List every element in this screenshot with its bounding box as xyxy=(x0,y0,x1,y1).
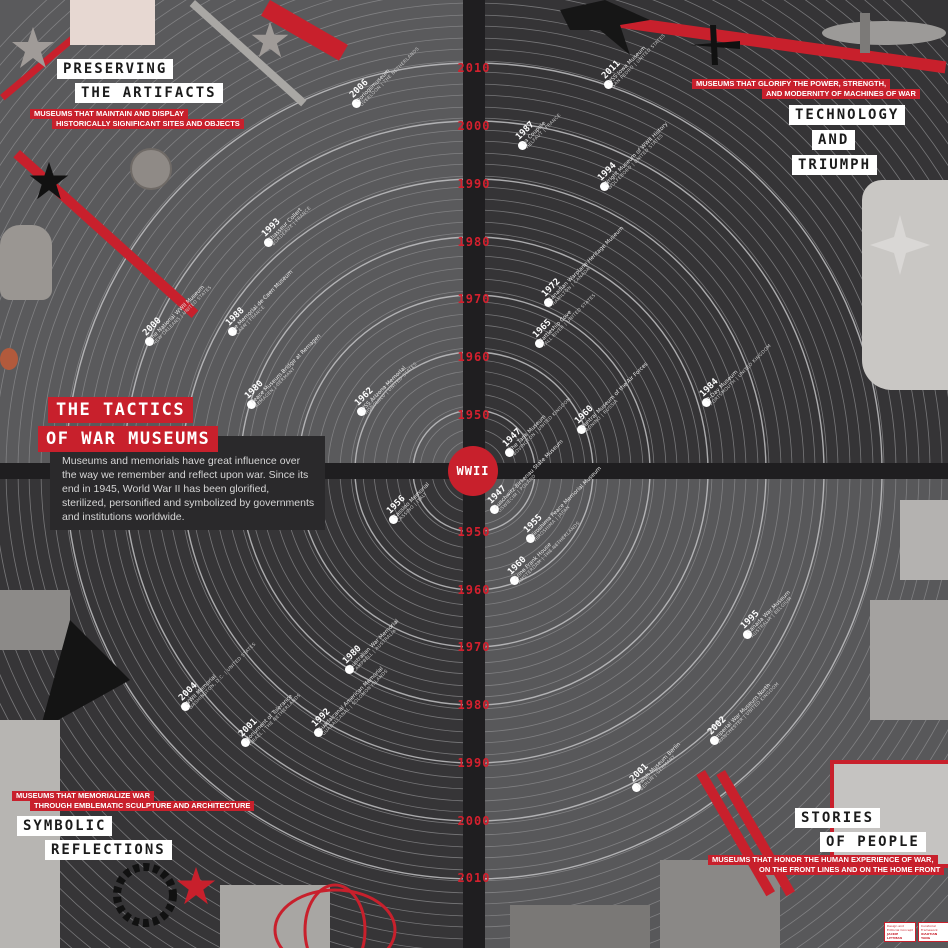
children-photo xyxy=(870,600,948,720)
monument-photo xyxy=(0,590,70,650)
wwii-center-badge: WWII xyxy=(448,446,498,496)
main-title-line2: OF WAR MUSEUMS xyxy=(38,426,219,452)
event-dot xyxy=(518,141,527,150)
tick-upper-1980: 1980 xyxy=(457,235,491,249)
event-dot xyxy=(247,400,256,409)
event-dot xyxy=(632,783,641,792)
event-dot xyxy=(145,337,154,346)
quadrant-symbolic-bg xyxy=(0,474,474,948)
event-dot xyxy=(352,99,361,108)
heading-preserving-line1: PRESERVING xyxy=(57,59,174,79)
tick-upper-2010: 2010 xyxy=(457,61,491,75)
subtitle-preserving-line2: HISTORICALLY SIGNIFICANT SITES AND OBJEC… xyxy=(52,119,244,129)
event-dot xyxy=(314,728,323,737)
tick-upper-2000: 2000 xyxy=(457,119,491,133)
tick-lower-1980: 1980 xyxy=(457,698,491,712)
medal-star-icon xyxy=(251,21,289,58)
red-star-icon xyxy=(176,866,216,905)
subtitle-symbolic-line1: MUSEUMS THAT MEMORIALIZE WAR xyxy=(12,791,155,801)
event-dot xyxy=(264,238,273,247)
fighter-plane-icon xyxy=(822,13,946,53)
tick-upper-1970: 1970 xyxy=(457,292,491,306)
event-dot xyxy=(490,505,499,514)
laurel-wreath-icon xyxy=(113,863,177,927)
shoes-photo xyxy=(0,225,52,300)
subtitle-symbolic-line2: THROUGH EMBLEMATIC SCULPTURE AND ARCHITE… xyxy=(30,801,255,811)
stamps-photo xyxy=(70,0,155,45)
heading-symbolic-line2: REFLECTIONS xyxy=(45,840,172,860)
tick-lower-1990: 1990 xyxy=(457,756,491,770)
tick-lower-2000: 2000 xyxy=(457,814,491,828)
event-dot xyxy=(510,576,519,585)
event-dot xyxy=(577,425,586,434)
event-dot xyxy=(345,665,354,674)
women-photo xyxy=(510,905,650,948)
soldiers-photo xyxy=(900,500,948,580)
event-dot xyxy=(710,736,719,745)
tank-photo xyxy=(862,180,948,390)
medal-coin-icon xyxy=(130,148,172,190)
tick-upper-1990: 1990 xyxy=(457,177,491,191)
red-globe-arcs-icon xyxy=(273,883,397,948)
event-dot xyxy=(228,327,237,336)
subtitle-technology-line1: MUSEUMS THAT GLORIFY THE POWER, STRENGTH… xyxy=(692,79,891,89)
tick-upper-1950: 1950 xyxy=(457,408,491,422)
subtitle-technology-line2: AND MODERNITY OF MACHINES OF WAR xyxy=(762,89,920,99)
heading-stories-line1: STORIES xyxy=(795,808,881,828)
event-dot xyxy=(241,738,250,747)
heading-technology-line2: AND xyxy=(812,130,856,150)
tick-lower-1970: 1970 xyxy=(457,640,491,654)
event-dot xyxy=(702,398,711,407)
subtitle-preserving-line1: MUSEUMS THAT MAINTAIN AND DISPLAY xyxy=(30,109,188,119)
black-star-icon xyxy=(29,161,69,200)
event-dot xyxy=(743,630,752,639)
event-dot xyxy=(604,80,613,89)
event-dot xyxy=(535,339,544,348)
heading-stories-line2: OF PEOPLE xyxy=(820,832,926,852)
heading-preserving-line2: THE ARTIFACTS xyxy=(75,83,223,103)
coin-photo xyxy=(0,348,18,370)
event-dot xyxy=(505,448,514,457)
event-dot xyxy=(181,702,190,711)
starburst-icon xyxy=(870,215,930,275)
tick-upper-1960: 1960 xyxy=(457,350,491,364)
event-dot xyxy=(526,534,535,543)
tick-lower-1960: 1960 xyxy=(457,583,491,597)
tick-lower-1950: 1950 xyxy=(457,525,491,539)
subtitle-stories-line2: ON THE FRONT LINES AND ON THE HOME FRONT xyxy=(755,865,945,875)
event-dot xyxy=(600,182,609,191)
event-dot xyxy=(357,407,366,416)
heading-technology-line1: TECHNOLOGY xyxy=(789,105,906,125)
heading-technology-line3: TRIUMPH xyxy=(792,155,878,175)
eagle-icon xyxy=(560,0,650,55)
black-triangle-icon xyxy=(40,620,130,730)
heading-symbolic-line1: SYMBOLIC xyxy=(17,816,113,836)
main-title-line1: THE TACTICS xyxy=(48,397,194,423)
tick-lower-2010: 2010 xyxy=(457,871,491,885)
medal-star-icon xyxy=(12,27,54,68)
event-dot xyxy=(389,515,398,524)
event-dot xyxy=(544,298,553,307)
plane-silhouette-icon xyxy=(690,25,740,65)
subtitle-stories-line1: MUSEUMS THAT HONOR THE HUMAN EXPERIENCE … xyxy=(708,855,938,865)
